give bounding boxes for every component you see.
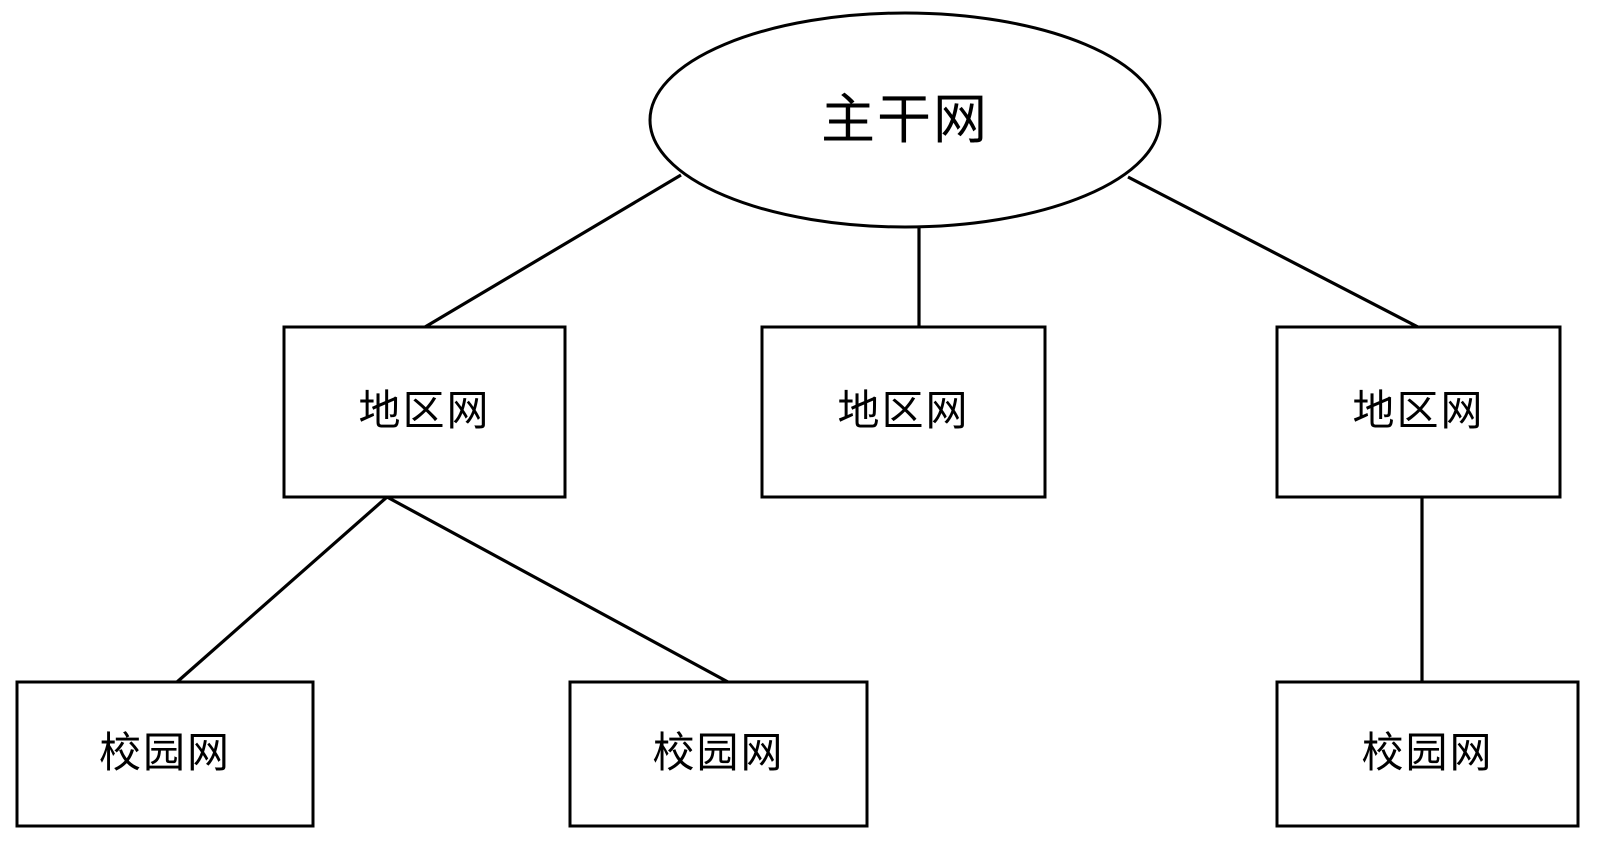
region-1-rect-shape[interactable]	[282, 325, 567, 499]
node-campus-1[interactable]: 校园网	[15, 680, 315, 828]
campus-3-label: 校园网	[1361, 731, 1493, 777]
campus-2-label: 校园网	[652, 731, 784, 777]
edge-layer	[175, 173, 1424, 684]
node-region-2[interactable]: 地区网	[760, 325, 1047, 499]
region-2-label: 地区网	[837, 389, 969, 435]
edge-region-1-to-campus-1	[175, 495, 389, 684]
region-3-rect-shape[interactable]	[1275, 325, 1562, 499]
edge-backbone-to-region-3	[1127, 175, 1419, 329]
region-1-label: 地区网	[358, 389, 490, 435]
node-backbone[interactable]: 主干网	[648, 11, 1162, 229]
edge-backbone-to-region-1	[424, 173, 682, 329]
edge-region-1-to-campus-2	[386, 495, 729, 684]
region-2-rect-shape[interactable]	[760, 325, 1047, 499]
node-region-3[interactable]: 地区网	[1275, 325, 1562, 499]
node-campus-2[interactable]: 校园网	[568, 680, 869, 828]
region-3-label: 地区网	[1352, 389, 1484, 435]
node-region-1[interactable]: 地区网	[282, 325, 567, 499]
campus-1-label: 校园网	[99, 731, 231, 777]
campus-1-rect-shape[interactable]	[15, 680, 315, 828]
backbone-ellipse-shape[interactable]	[648, 11, 1162, 229]
campus-2-rect-shape[interactable]	[568, 680, 869, 828]
backbone-label: 主干网	[821, 90, 989, 150]
node-campus-3[interactable]: 校园网	[1275, 680, 1580, 828]
campus-3-rect-shape[interactable]	[1275, 680, 1580, 828]
